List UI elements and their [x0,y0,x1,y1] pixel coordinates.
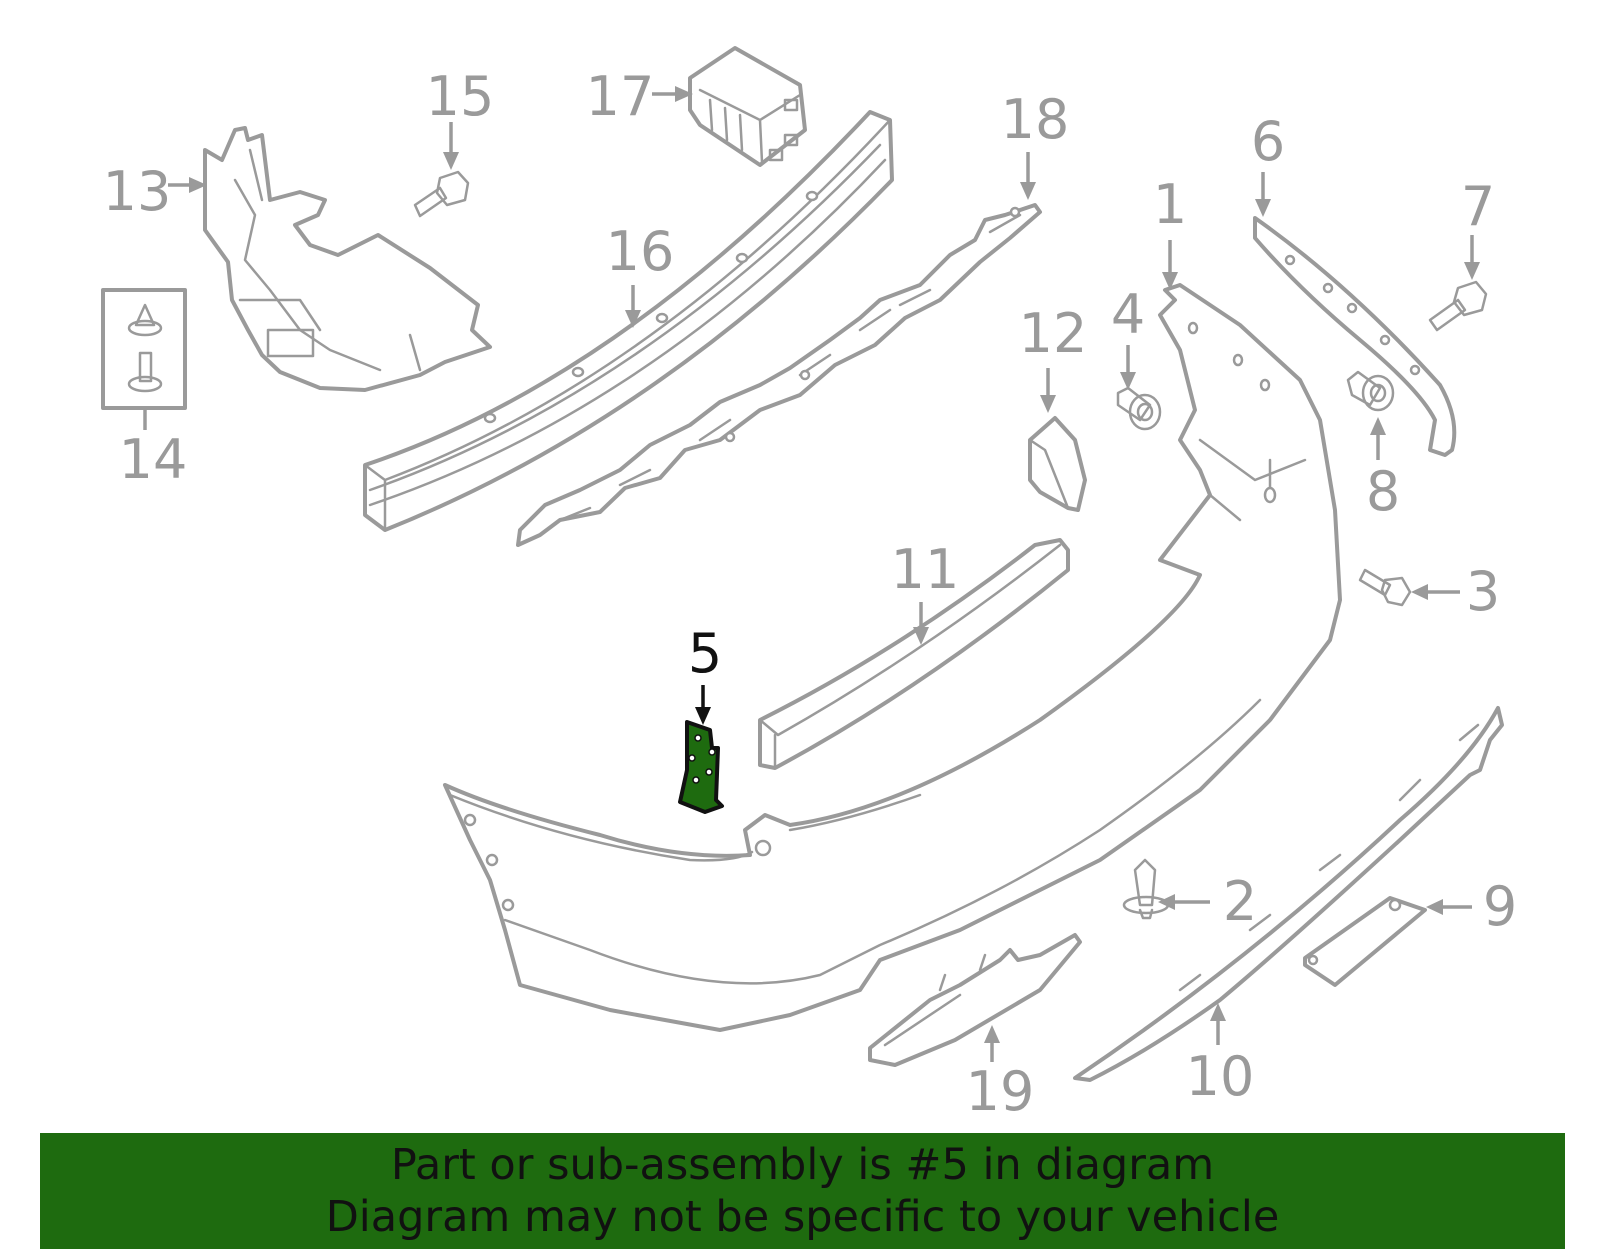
callout-5-label: 5 [688,622,722,685]
part-1-bumper-cover[interactable] [443,283,1342,1032]
callout-12: 12 [1019,302,1088,413]
callout-3: 3 [1411,560,1500,623]
callout-11-label: 11 [891,538,960,601]
callout-8: 8 [1366,417,1400,523]
part-4-nut[interactable] [1116,386,1162,431]
callout-17: 17 [586,65,693,128]
callout-16: 16 [606,220,675,328]
part-2-clip[interactable] [1122,858,1170,920]
callout-12-label: 12 [1019,302,1088,365]
callout-19: 19 [966,1025,1035,1123]
callout-13-label: 13 [103,160,172,223]
part-16-reinforcement-beam[interactable] [363,110,894,532]
callout-1-label: 1 [1153,173,1187,236]
part-8-nut[interactable] [1346,370,1395,412]
part-14-clip-set[interactable] [101,288,187,410]
banner-line-1: Part or sub-assembly is #5 in diagram [390,1140,1215,1190]
callout-9: 9 [1426,875,1517,938]
part-19-reflector[interactable] [868,933,1082,1067]
callout-17-label: 17 [586,65,655,128]
part-10-lower-strip[interactable] [1073,706,1504,1082]
part-7-bolt[interactable] [1428,280,1488,332]
callout-19-label: 19 [966,1060,1035,1123]
part-13-bracket[interactable] [203,126,492,392]
callout-1: 1 [1153,173,1187,290]
callout-2: 2 [1158,870,1257,933]
part-9-bracket[interactable] [1303,896,1427,987]
callout-13: 13 [103,160,207,223]
banner-line-2: Diagram may not be specific to your vehi… [325,1192,1280,1242]
part-11-trim-strip[interactable] [758,538,1070,770]
callout-2-label: 2 [1223,870,1257,933]
part-5-bracket-highlighted[interactable] [678,720,724,814]
callout-6-label: 6 [1251,110,1285,173]
callout-14-label: 14 [119,428,188,491]
callout-8-label: 8 [1366,460,1400,523]
callout-14: 14 [119,410,188,491]
callout-4-label: 4 [1111,283,1145,346]
callout-4: 4 [1111,283,1145,390]
callout-18: 18 [1001,88,1070,200]
part-17-module[interactable] [688,46,807,167]
part-6-bracket-strip[interactable] [1253,216,1457,457]
callout-15-label: 15 [426,65,495,128]
part-15-bolt[interactable] [413,170,470,218]
callout-3-label: 3 [1466,560,1500,623]
callout-5: 5 [688,622,722,725]
callout-10: 10 [1186,1003,1255,1108]
callout-11: 11 [891,538,960,645]
part-12-bracket[interactable] [1028,416,1087,512]
callout-9-label: 9 [1483,875,1517,938]
callout-15: 15 [426,65,495,170]
callout-7-label: 7 [1461,175,1495,238]
part-3-bolt[interactable] [1358,568,1412,607]
part-18-energy-absorber[interactable] [516,203,1042,547]
callout-7: 7 [1461,175,1495,280]
callout-6: 6 [1251,110,1285,217]
callout-10-label: 10 [1186,1045,1255,1108]
info-banner: Part or sub-assembly is #5 in diagram Di… [40,1133,1565,1249]
callout-16-label: 16 [606,220,675,283]
callout-18-label: 18 [1001,88,1070,151]
